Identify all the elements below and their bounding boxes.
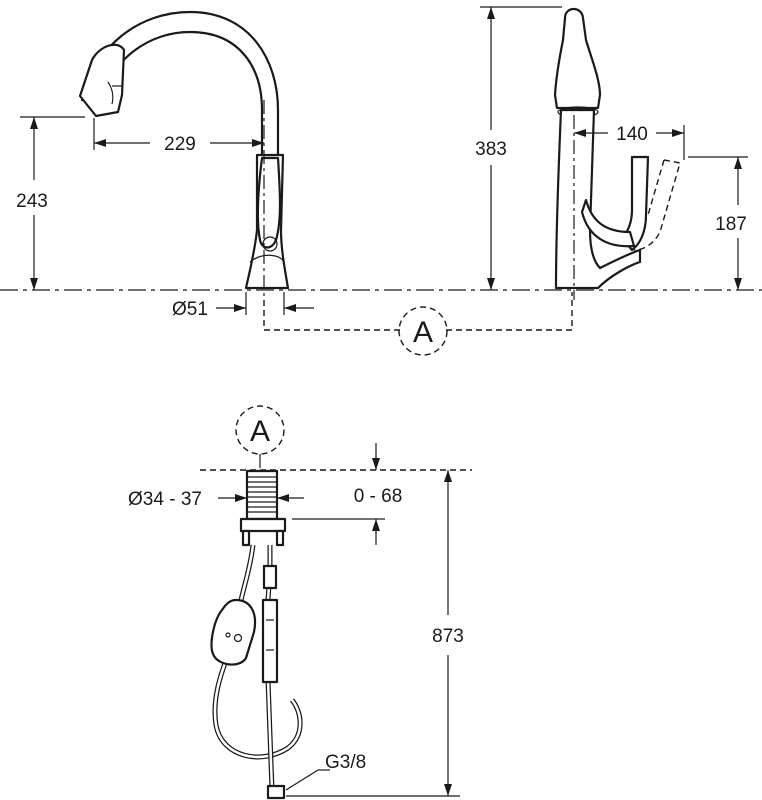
supply-fitting [266, 784, 286, 800]
dim-spout-reach-label: 229 [164, 134, 196, 155]
threaded-shank [239, 469, 287, 547]
detail-a-route [263, 292, 573, 331]
dim-handle-clearance: 140 [574, 124, 685, 160]
front-sprayhead [78, 43, 126, 118]
side-spout-head [553, 7, 602, 110]
detail-a-label-bottom: A [250, 415, 270, 448]
side-handle-alt-position [633, 159, 681, 251]
dim-hose-length-label: 873 [432, 626, 464, 647]
dim-total-height-label: 383 [475, 139, 507, 160]
dim-base-diameter: Ø51 [172, 292, 314, 320]
connection-label: G3/8 [285, 752, 366, 791]
dim-hole-diameter-label: Ø34 - 37 [128, 489, 202, 510]
dim-handle-height-label: 187 [715, 214, 747, 235]
side-body [554, 108, 642, 290]
connection-thread-label: G3/8 [325, 752, 366, 773]
dim-base-diameter-label: Ø51 [172, 299, 208, 320]
detail-a-label-top: A [413, 316, 433, 349]
supply-hoses [210, 544, 303, 800]
dim-total-height: 383 [475, 6, 562, 290]
dim-spout-reach: 229 [93, 118, 264, 155]
hose-weight [210, 598, 257, 666]
front-handle [256, 156, 282, 249]
dim-handle-height: 187 [688, 156, 748, 290]
side-handle [620, 155, 650, 252]
dim-spout-height-label: 243 [16, 191, 48, 212]
dim-handle-clearance-label: 140 [616, 124, 648, 145]
side-view-faucet [553, 7, 681, 290]
detail-a-callout-top: A [398, 306, 448, 356]
dim-spout-height: 243 [16, 116, 85, 290]
front-view-faucet [78, 10, 290, 290]
dim-hose-length: 873 [286, 470, 464, 797]
dim-hole-diameter: Ø34 - 37 [128, 489, 304, 510]
detail-a-callout-bottom: A [235, 405, 285, 455]
dim-deck-thickness-label: 0 - 68 [354, 486, 403, 507]
dim-deck-thickness: 0 - 68 [292, 443, 402, 545]
